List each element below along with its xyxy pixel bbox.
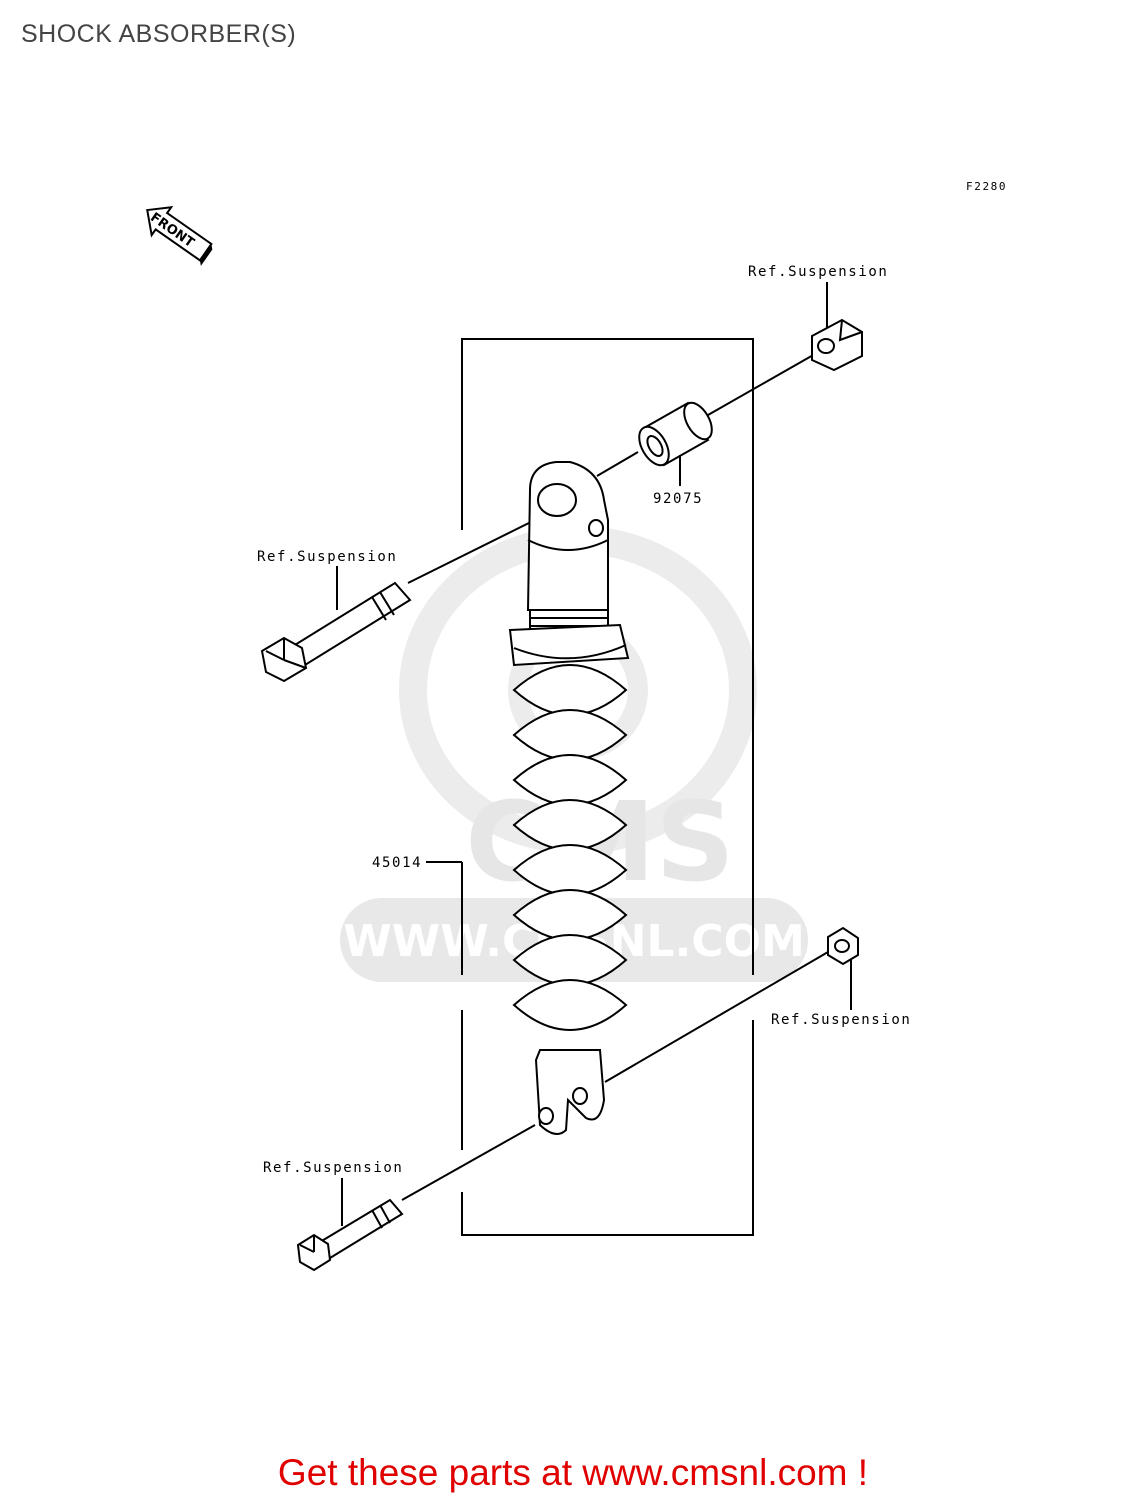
shock-absorber: [508, 461, 630, 1135]
callout-ref-suspension-nut: Ref.Suspension: [771, 1012, 911, 1028]
callout-ref-suspension-top: Ref.Suspension: [748, 264, 888, 280]
collar-part: [638, 401, 713, 467]
figure-code: F2280: [966, 180, 1007, 193]
callout-ref-suspension-upper-bolt: Ref.Suspension: [257, 549, 397, 565]
lower-bolt: [296, 1198, 404, 1272]
callout-part-45014: 45014: [372, 855, 422, 871]
front-arrow-icon: FRONT: [146, 206, 213, 266]
flange-nut-top: [811, 318, 863, 372]
footer-link[interactable]: Get these parts at www.cmsnl.com !: [277, 1452, 869, 1493]
axis-lines: [401, 353, 829, 1201]
leader-lines: [336, 282, 852, 1226]
callout-part-92075: 92075: [653, 491, 703, 507]
upper-bolt: [260, 581, 412, 683]
callout-ref-suspension-lower-bolt: Ref.Suspension: [263, 1160, 403, 1176]
assembly-bracket: [426, 338, 754, 1236]
page-title: SHOCK ABSORBER(S): [21, 20, 297, 48]
lower-nut: [827, 926, 859, 966]
